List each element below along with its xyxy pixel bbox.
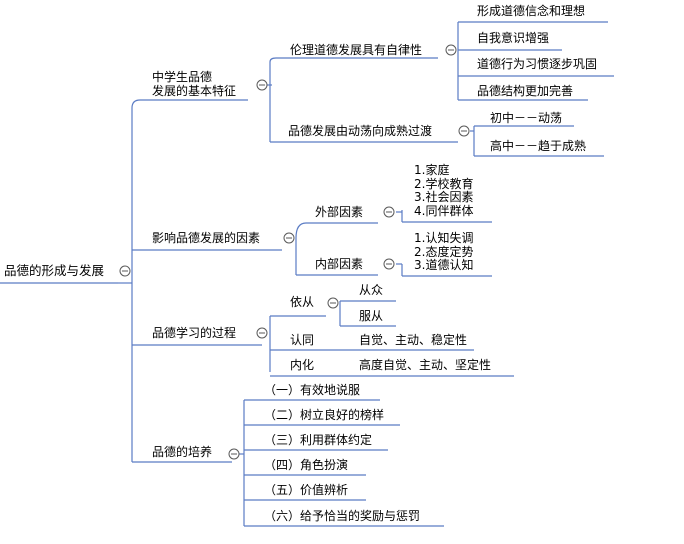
external-node[interactable]: 外部因素 — [315, 205, 364, 219]
branch4-item-2[interactable]: （二）树立良好的榜样 — [264, 408, 385, 422]
internal-list[interactable]: 1.认知失调 2.态度定势 3.道德认知 — [414, 231, 474, 272]
sub1-item-2[interactable]: 自我意识增强 — [477, 31, 550, 45]
external-list[interactable]: 1.家庭 2.学校教育 3.社会因素 4.同伴群体 — [414, 163, 474, 218]
branch3-node[interactable]: 品德学习的过程 — [152, 326, 237, 340]
collapse-sub1-icon[interactable] — [445, 44, 457, 56]
branch4-item-4[interactable]: （四）角色扮演 — [264, 458, 349, 472]
collapse-sub2-icon[interactable] — [458, 125, 470, 137]
collapse-branch2-icon[interactable] — [283, 232, 295, 244]
identify-detail[interactable]: 自觉、主动、稳定性 — [359, 333, 468, 347]
comply-item-2[interactable]: 服从 — [359, 309, 384, 323]
identify-node[interactable]: 认同 — [290, 333, 315, 347]
sub1-node[interactable]: 伦理道德发展具有自律性 — [290, 43, 423, 57]
internalize-detail[interactable]: 高度自觉、主动、坚定性 — [359, 358, 492, 372]
collapse-root-icon[interactable] — [119, 265, 131, 277]
collapse-branch4-icon[interactable] — [228, 448, 240, 460]
branch1-node[interactable]: 中学生品德 发展的基本特征 — [152, 70, 237, 98]
collapse-comply-icon[interactable] — [327, 297, 339, 309]
sub2-item-1[interactable]: 初中－－动荡 — [490, 111, 563, 125]
branch2-node[interactable]: 影响品德发展的因素 — [152, 231, 261, 245]
sub1-item-3[interactable]: 道德行为习惯逐步巩固 — [477, 57, 598, 71]
branch4-item-5[interactable]: （五）价值辨析 — [264, 483, 349, 497]
branch4-item-3[interactable]: （三）利用群体约定 — [264, 433, 373, 447]
sub2-node[interactable]: 品德发展由动荡向成熟过渡 — [288, 124, 433, 138]
collapse-internal-icon[interactable] — [383, 258, 395, 270]
sub1-item-1[interactable]: 形成道德信念和理想 — [477, 4, 586, 18]
internalize-node[interactable]: 内化 — [290, 358, 315, 372]
comply-item-1[interactable]: 从众 — [359, 283, 384, 297]
internal-node[interactable]: 内部因素 — [315, 257, 364, 271]
collapse-branch1-icon[interactable] — [256, 79, 268, 91]
root-node[interactable]: 品德的形成与发展 — [4, 263, 105, 278]
collapse-branch3-icon[interactable] — [256, 327, 268, 339]
sub1-item-4[interactable]: 品德结构更加完善 — [477, 84, 574, 98]
sub2-item-2[interactable]: 高中－－趋于成熟 — [490, 139, 587, 153]
branch4-item-1[interactable]: （一）有效地说服 — [264, 383, 361, 397]
comply-node[interactable]: 依从 — [290, 295, 315, 309]
branch4-item-6[interactable]: （六）给予恰当的奖励与惩罚 — [264, 509, 421, 523]
collapse-external-icon[interactable] — [383, 206, 395, 218]
branch4-node[interactable]: 品德的培养 — [152, 445, 213, 459]
